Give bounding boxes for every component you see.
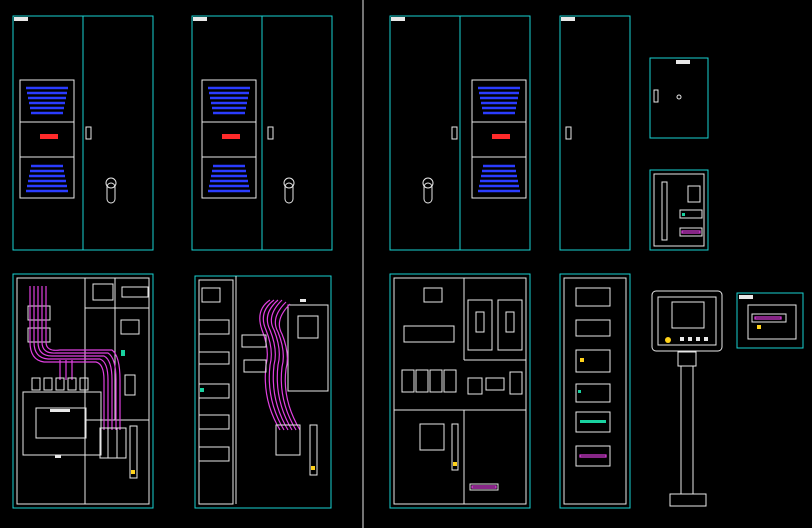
door-latch — [267, 126, 274, 140]
terminal-strip — [451, 423, 459, 471]
layout-plc — [389, 273, 531, 509]
cabinet-front-3 — [389, 15, 531, 251]
relay-block — [275, 424, 301, 456]
breaker — [27, 327, 51, 343]
hmi-screen — [671, 301, 705, 329]
indicator-lamp — [40, 134, 58, 139]
cabinet-front-4 — [559, 15, 631, 251]
door-handle — [422, 177, 434, 204]
vent-louver-bottom — [26, 164, 68, 193]
junction-box — [736, 292, 804, 349]
contactor-row — [31, 377, 89, 391]
breaker-row — [401, 369, 523, 395]
wire-bundle — [29, 286, 121, 430]
cabinet-front-2 — [191, 15, 333, 251]
door-handle — [283, 177, 295, 204]
frequency-inverter — [287, 304, 329, 392]
servo-drive — [497, 299, 523, 351]
transformer — [22, 391, 102, 456]
layout-main-breaker — [12, 273, 154, 509]
vent-louver-top — [478, 86, 520, 115]
terminal-strip — [129, 425, 138, 479]
vent-louver-top — [26, 86, 68, 115]
relay-block — [99, 427, 127, 459]
indicator-lamp — [222, 134, 240, 139]
door-latch — [451, 126, 458, 140]
fuse-holder — [201, 287, 221, 303]
breaker — [27, 305, 51, 321]
door-latch — [565, 126, 572, 140]
pedestal-column — [680, 365, 694, 495]
indicator-lamp — [492, 134, 510, 139]
cabinet-front-1 — [12, 15, 154, 251]
servo-drive — [467, 299, 493, 351]
door-latch — [85, 126, 92, 140]
vent-louver-bottom — [208, 164, 250, 193]
terminal-strip — [309, 424, 318, 476]
relay-block — [419, 423, 445, 451]
wall-box-door — [649, 57, 709, 139]
door-handle — [105, 177, 117, 204]
pedestal-console — [651, 290, 723, 507]
wire-bundle — [259, 299, 301, 431]
layout-inverter — [194, 275, 332, 509]
fuse-holder — [92, 283, 114, 301]
wall-box-interior — [649, 169, 709, 251]
vent-louver-top — [208, 86, 250, 115]
layout-terminal — [559, 273, 631, 509]
fuse-holder — [423, 287, 443, 303]
vent-louver-bottom — [478, 164, 520, 193]
